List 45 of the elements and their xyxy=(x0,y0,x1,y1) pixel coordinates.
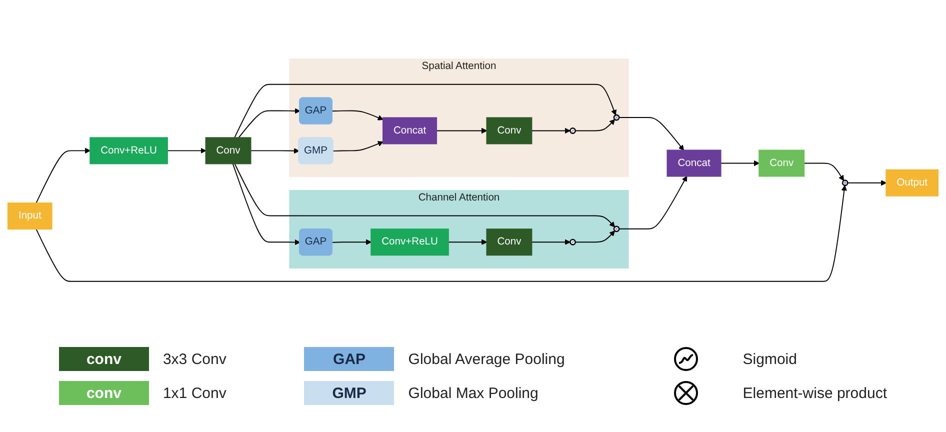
legend-text: Global Average Pooling xyxy=(408,350,565,368)
legend-swatch: conv xyxy=(58,381,149,405)
arrow xyxy=(36,185,847,282)
layer-box: Conv+ReLU xyxy=(90,137,168,164)
arrow xyxy=(574,230,616,243)
legend-text: Global Max Pooling xyxy=(408,384,538,402)
pooling-box: GAP xyxy=(299,228,332,256)
arrow xyxy=(332,110,384,120)
arrow xyxy=(232,163,300,246)
arrow xyxy=(238,108,300,138)
legend-text: 3x3 Conv xyxy=(162,350,226,368)
legend-swatch: GMP xyxy=(304,381,394,405)
layer-box: Conv xyxy=(758,150,805,177)
layer-box: Concat xyxy=(382,117,438,144)
legend-text: Sigmoid xyxy=(742,350,797,368)
arrow xyxy=(618,117,684,151)
arrow xyxy=(847,180,887,186)
arrow xyxy=(574,119,616,132)
layer-box: Output xyxy=(886,169,938,196)
layer-box: Conv xyxy=(486,228,532,256)
arrow xyxy=(250,148,300,154)
legend-swatch: GAP xyxy=(304,347,394,371)
arrow xyxy=(234,84,617,138)
arrow xyxy=(720,160,760,166)
legend-text: Element-wise product xyxy=(742,384,887,402)
legend-swatch: conv xyxy=(58,347,149,371)
arrow xyxy=(36,148,91,204)
layer-box: Conv xyxy=(205,137,252,164)
layer-box: Concat xyxy=(666,150,722,177)
arrow xyxy=(531,239,570,245)
arrow xyxy=(332,141,384,152)
arrow xyxy=(436,128,488,134)
arrow xyxy=(166,148,206,154)
layer-box: Conv+ReLU xyxy=(370,228,449,256)
layer-box: Input xyxy=(8,202,52,230)
arrow xyxy=(332,239,372,245)
arrow xyxy=(448,239,488,245)
arrow xyxy=(618,176,688,230)
arrow xyxy=(803,162,844,181)
pooling-box: GAP xyxy=(299,97,332,124)
arrow xyxy=(234,163,616,228)
pooling-box: GMP xyxy=(298,137,334,164)
layer-box: Conv xyxy=(486,117,532,144)
legend-text: 1x1 Conv xyxy=(162,384,226,402)
arrow xyxy=(531,128,570,134)
